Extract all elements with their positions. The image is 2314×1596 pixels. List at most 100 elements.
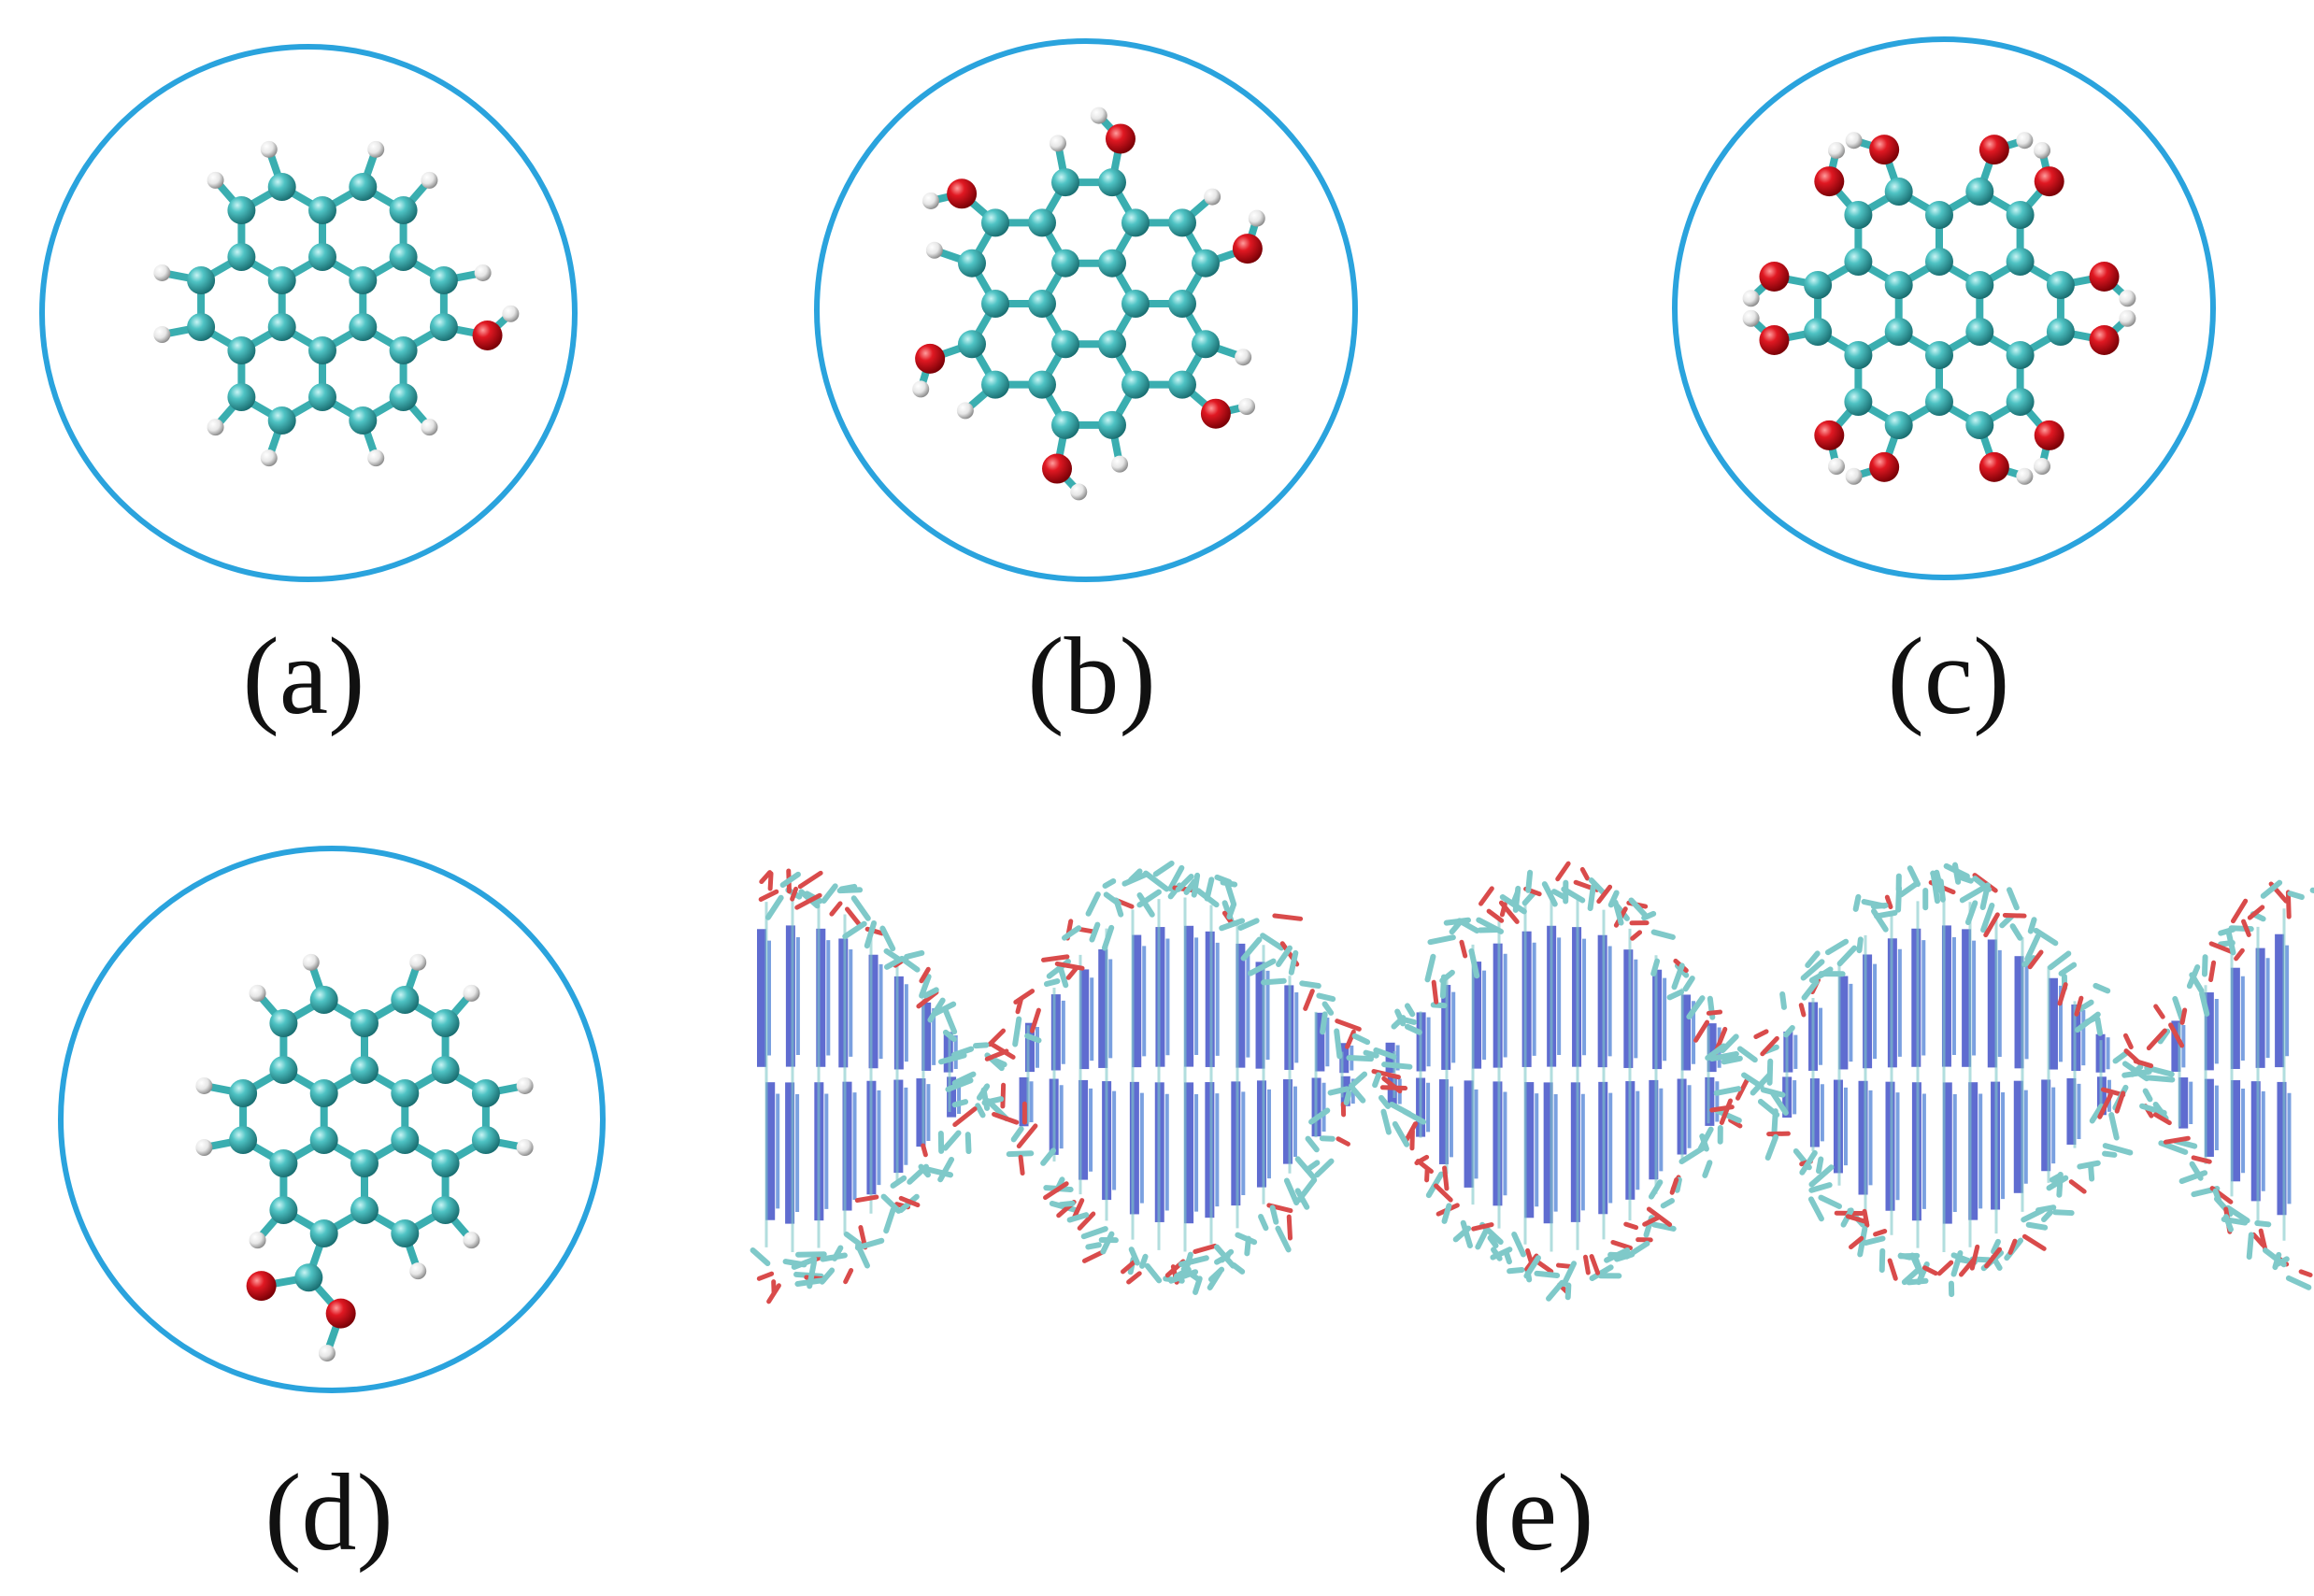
dna-base <box>1231 1081 1241 1206</box>
hydrogen-atom <box>1248 209 1265 227</box>
dna-base <box>947 1076 957 1118</box>
dna-base <box>1282 1079 1293 1164</box>
dna-strand-2-segment <box>1512 885 1521 913</box>
dna-base <box>2048 977 2058 1070</box>
dna-strand-2-segment <box>992 1111 1020 1125</box>
dna-strand-1-segment <box>1152 860 1175 877</box>
dna-strand-1-segment <box>832 1245 844 1261</box>
dna-base <box>1184 925 1194 1067</box>
dna-strand-1-segment <box>1824 938 1850 956</box>
dna-strand-1-segment <box>1964 900 1978 926</box>
dna-strand-1-segment <box>1589 1254 1601 1275</box>
hydrogen-atom <box>912 380 930 398</box>
dna-strand-1-segment <box>1999 913 2015 929</box>
dna-strand-1-segment <box>1392 1120 1410 1147</box>
dna-strand-1-segment <box>1959 884 1987 904</box>
carbon-atom <box>1028 290 1056 318</box>
carbon-atom <box>1098 249 1126 278</box>
carbon-atom <box>1925 388 1953 416</box>
dna-strand-1-segment <box>1475 1227 1490 1250</box>
carbon-atom <box>350 1196 379 1224</box>
dna-strand-1-segment <box>1852 893 1862 912</box>
dna-strand-1-segment <box>1102 878 1117 889</box>
dna-strand-2-segment <box>1404 1023 1422 1035</box>
dna-base <box>868 954 878 1069</box>
dna-strand-2-segment <box>1708 1050 1739 1062</box>
dna-strand-2-segment <box>1128 1247 1140 1266</box>
dna-strand-1-segment <box>1113 897 1124 918</box>
dna-strand-1-segment <box>1424 1167 1430 1183</box>
carbon-atom <box>429 313 458 341</box>
dna-strand-2-segment <box>1404 1003 1416 1018</box>
dna-strand-2-segment <box>1984 1247 2003 1269</box>
dna-strand-1-segment <box>1272 913 1304 921</box>
dna-strand-2-segment <box>1275 1225 1292 1253</box>
dna-strand-2-segment <box>1693 1019 1710 1043</box>
dna-strand-2-segment <box>2234 948 2245 962</box>
dna-strand-1-segment <box>1983 912 2000 938</box>
molecule-d <box>195 953 534 1362</box>
dna-strand-1-segment <box>1583 1254 1591 1275</box>
hydrogen-atom <box>2016 132 2034 150</box>
dna-strand-1-segment <box>1721 1055 1743 1065</box>
dna-strand-2-segment <box>1478 886 1494 906</box>
dna-strand-2-segment <box>1427 934 1456 946</box>
carbon-atom <box>349 173 378 201</box>
hydrogen-atom <box>249 1232 266 1249</box>
panel-b-frame <box>814 38 1358 582</box>
carbon-atom <box>187 266 216 294</box>
dna-strand-1-segment <box>1167 864 1185 891</box>
dna-base <box>1184 1082 1194 1224</box>
dna-strand-1-segment <box>2285 1275 2312 1290</box>
dna-strand-2-segment <box>844 906 861 926</box>
hydrogen-atom <box>2119 290 2136 307</box>
hydrogen-atom <box>2034 458 2051 476</box>
dna-strand-2-segment <box>1720 1033 1739 1054</box>
dna-strand-2-segment <box>1391 1015 1407 1030</box>
dna-strand-1-segment <box>1237 918 1260 932</box>
dna-strand-1-segment <box>2074 1011 2101 1033</box>
carbon-atom <box>229 1126 258 1154</box>
dna-strand-1-segment <box>2027 917 2037 934</box>
dna-strand-2-segment <box>1909 1252 1921 1271</box>
dna-strand-1-segment <box>2093 982 2111 994</box>
dna-strand-1-segment <box>2152 1112 2172 1126</box>
carbon-atom <box>2046 271 2075 299</box>
dna-strand-2-segment <box>2287 891 2305 901</box>
carbon-atom <box>1051 249 1079 278</box>
carbon-atom <box>2006 341 2035 369</box>
dna-strand-1-segment <box>2074 995 2084 1017</box>
dna-strand-2-segment <box>1682 976 1695 992</box>
dna-strand-2-segment <box>942 1029 957 1043</box>
dna-strand-2-segment <box>927 997 946 1023</box>
dna-strand-1-segment <box>2112 1050 2129 1064</box>
dna-strand-2-segment <box>1906 1277 1929 1286</box>
dna-strand-2-segment <box>1016 1123 1038 1149</box>
carbon-atom <box>391 1126 420 1154</box>
dna-base <box>1315 1012 1325 1072</box>
carbon-atom <box>981 370 1009 399</box>
dna-strand-2-segment <box>1764 1133 1779 1161</box>
carbon-atom <box>391 1079 420 1107</box>
dna-strand-1-segment <box>1719 1098 1734 1125</box>
dna-strand-1-segment <box>1471 1222 1494 1232</box>
dna-strand-2-segment <box>829 901 843 917</box>
dna-base <box>1521 931 1532 1067</box>
carbon-atom <box>269 1009 298 1037</box>
dna-strand-1-segment <box>1414 1154 1430 1166</box>
dna-strand-2-segment <box>2241 919 2251 937</box>
dna-strand-2-segment <box>922 987 939 999</box>
dna-strand-1-segment <box>1642 1215 1661 1227</box>
hydrogen-atom <box>1090 107 1107 124</box>
dna-base <box>1681 994 1692 1071</box>
dna-base <box>1543 1082 1553 1224</box>
dna-strand-1-segment <box>1779 990 1787 1010</box>
dna-strand-1-segment <box>1874 909 1898 919</box>
dna-strand-1-segment <box>2048 950 2072 971</box>
dna-base <box>2250 1081 2261 1202</box>
dna-strand-2-segment <box>1887 1258 1898 1281</box>
dna-strand-2-segment <box>1381 1062 1413 1070</box>
dna-strand-1-segment <box>1335 1019 1362 1032</box>
dna-base <box>2171 1020 2181 1072</box>
dna-strand-2-segment <box>1991 1238 2001 1255</box>
